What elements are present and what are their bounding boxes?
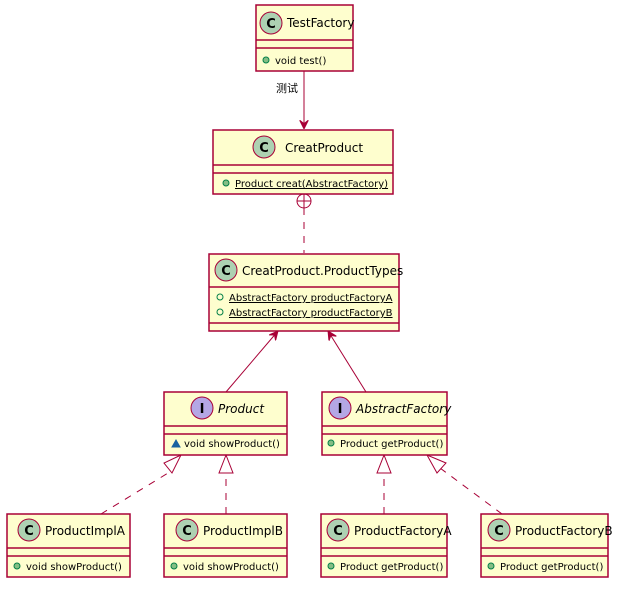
class-badge-icon (175, 518, 199, 542)
class-member: Product getProduct() (500, 562, 603, 573)
class-badge-letter: C (259, 141, 269, 156)
class-name: CreatProduct (285, 141, 363, 155)
class-name: ProductImplB (203, 524, 283, 538)
interface-badge-icon (190, 396, 214, 420)
class-badge-icon (259, 11, 283, 35)
interface-badge-letter: I (338, 402, 343, 417)
class-name: CreatProduct.ProductTypes (242, 264, 403, 278)
edge-product-to-types (225, 331, 278, 393)
class-badge-icon (252, 135, 276, 159)
class-productimplb[interactable]: C ProductImplB void showProduct() (163, 513, 288, 578)
interface-badge-letter: I (200, 402, 205, 417)
realization-arrowhead-icon (218, 453, 234, 474)
class-badge-letter: C (494, 524, 504, 539)
interface-member: Product getProduct() (340, 439, 443, 450)
class-creatproduct[interactable]: C CreatProduct Product creat(AbstractFac… (212, 129, 394, 195)
class-testfactory[interactable]: C TestFactory void test() (255, 4, 354, 72)
realization-arrowhead-icon (376, 453, 392, 474)
public-visibility-icon (13, 562, 21, 570)
class-badge-icon (214, 258, 238, 282)
class-badge-letter: C (266, 17, 276, 32)
class-productfactorya[interactable]: C ProductFactoryA Product getProduct() (320, 513, 452, 578)
realization-arrowhead-icon (163, 453, 183, 474)
public-visibility-icon (262, 56, 270, 64)
class-productimpla[interactable]: C ProductImplA void showProduct() (6, 513, 131, 578)
public-visibility-icon (327, 439, 335, 447)
class-member: AbstractFactory productFactoryA (229, 293, 393, 304)
class-member: void showProduct() (183, 562, 279, 573)
interface-name: AbstractFactory (355, 402, 452, 416)
interface-member: void showProduct() (184, 439, 280, 450)
public-visibility-icon (327, 562, 335, 570)
class-name: ProductFactoryA (354, 524, 452, 538)
public-visibility-icon (487, 562, 495, 570)
class-badge-icon (326, 518, 350, 542)
public-static-visibility-icon (216, 308, 224, 316)
realization-arrowhead-icon (425, 453, 447, 474)
class-name: TestFactory (286, 16, 354, 30)
class-member: AbstractFactory productFactoryB (229, 308, 393, 319)
class-member: void showProduct() (26, 562, 122, 573)
nested-circle-icon (296, 193, 312, 209)
interface-badge-icon (328, 396, 352, 420)
public-visibility-icon (170, 562, 178, 570)
public-visibility-icon (222, 179, 230, 187)
interface-product[interactable]: I Product void showProduct() (163, 391, 288, 456)
class-creatproduct-producttypes[interactable]: C CreatProduct.ProductTypes AbstractFact… (208, 253, 403, 332)
class-badge-icon (487, 518, 511, 542)
interface-name: Product (218, 402, 265, 416)
class-badge-icon (17, 518, 41, 542)
class-badge-letter: C (333, 524, 343, 539)
package-visibility-icon (171, 438, 181, 448)
class-name: ProductImplA (45, 524, 126, 538)
edge-factoryb-realizes-abstract (439, 467, 503, 515)
public-static-visibility-icon (216, 293, 224, 301)
edge-label-test: 测试 (276, 82, 298, 95)
class-name: ProductFactoryB (515, 524, 613, 538)
class-member: Product creat(AbstractFactory) (235, 179, 388, 190)
class-member: Product getProduct() (340, 562, 443, 573)
class-badge-letter: C (182, 524, 192, 539)
edge-impla-realizes-product (100, 469, 174, 515)
edge-abstractfactory-to-types (328, 331, 367, 393)
class-member: void test() (275, 56, 326, 67)
class-productfactoryb[interactable]: C ProductFactoryB Product getProduct() (480, 513, 613, 578)
class-badge-letter: C (221, 264, 231, 279)
class-badge-letter: C (24, 524, 34, 539)
interface-abstractfactory[interactable]: I AbstractFactory Product getProduct() (321, 391, 452, 456)
